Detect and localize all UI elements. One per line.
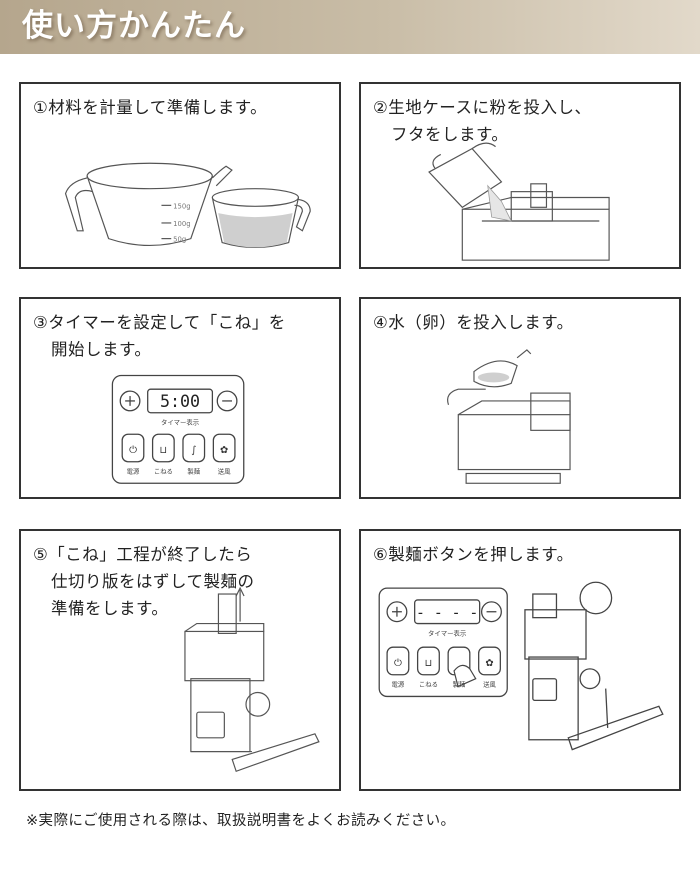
measuring-cups-illustration: 150g 100g 50g [64, 162, 311, 248]
panel6-timer-label: タイマー表示 [428, 628, 467, 637]
panel6-btn-noodle-label: 製麺 [453, 680, 466, 689]
fan-icon: ✿ [220, 445, 228, 456]
step-card-2: ②生地ケースに粉を投入し、 フタをします。 [359, 82, 681, 269]
pour-water-illustration [447, 349, 571, 484]
noodle-icon: ∫ [191, 445, 196, 456]
step-2-line2: フタをします。 [391, 125, 509, 144]
panel3-timer-label: タイマー表示 [161, 417, 199, 426]
pour-flour-illustration [428, 142, 610, 261]
panel6-btn-knead-label: こねる [419, 681, 438, 689]
control-panel-illustration: 5:00 タイマー表示 電源 こねる 製麺 送風 ⏻ ⊔ ∫ ✿ [111, 374, 245, 484]
panel3-display: 5:00 [160, 392, 200, 411]
step-6-text: ⑥製麺ボタンを押します。 [373, 545, 574, 564]
step-5-line3: 準備をします。 [51, 599, 169, 618]
step-3-line2: 開始します。 [51, 340, 152, 359]
remove-divider-illustration [184, 586, 320, 773]
cup-mark-100: 100g [173, 220, 190, 228]
step-3-line1: ③タイマーを設定して「こね」を [33, 313, 286, 332]
step-5-line1: ⑤「こね」工程が終了したら [33, 545, 253, 564]
step-card-4: ④水（卵）を投入します。 [359, 297, 681, 499]
step-card-5: ⑤「こね」工程が終了したら 仕切り版をはずして製麺の 準備をします。 [19, 529, 341, 791]
page-title: 使い方かんたん [22, 8, 246, 44]
step-card-3: 5:00 タイマー表示 電源 こねる 製麺 送風 ⏻ ⊔ ∫ ✿ ③タイマーを設… [19, 297, 341, 499]
press-noodle-button-illustration: - - - - タイマー表示 電源 こねる 製麺 送風 ⏻ ⊔ ✿ [378, 581, 664, 751]
cup-mark-50: 50g [173, 236, 186, 244]
step-4-text: ④水（卵）を投入します。 [373, 313, 574, 332]
step-card-1: 150g 100g 50g ①材料を計量して準備します。 [19, 82, 341, 269]
panel3-btn-knead-label: こねる [154, 467, 173, 475]
usage-footnote: ※実際にご使用される際は、取扱説明書をよくお読みください。 [26, 813, 456, 829]
panel6-btn-fan-label: 送風 [483, 680, 496, 689]
knead-icon: ⊔ [425, 658, 433, 669]
step-2-line1: ②生地ケースに粉を投入し、 [373, 98, 592, 117]
power-icon: ⏻ [129, 445, 137, 456]
panel3-btn-fan-label: 送風 [218, 466, 231, 475]
panel6-display: - - - - [416, 605, 478, 622]
cup-mark-150: 150g [173, 202, 190, 210]
step-5-line2: 仕切り版をはずして製麺の [51, 572, 255, 591]
panel3-btn-noodle-label: 製麺 [187, 466, 200, 475]
panel3-btn-power-label: 電源 [127, 466, 140, 475]
knead-icon: ⊔ [160, 445, 168, 456]
power-icon: ⏻ [394, 658, 402, 669]
header-banner: 使い方かんたん [0, 0, 700, 54]
fan-icon: ✿ [485, 658, 493, 669]
step-1-text: ①材料を計量して準備します。 [33, 98, 268, 117]
step-card-6: - - - - タイマー表示 電源 こねる 製麺 送風 ⏻ ⊔ ✿ ⑥製麺ボタン… [359, 529, 681, 791]
panel6-btn-power-label: 電源 [392, 680, 405, 689]
